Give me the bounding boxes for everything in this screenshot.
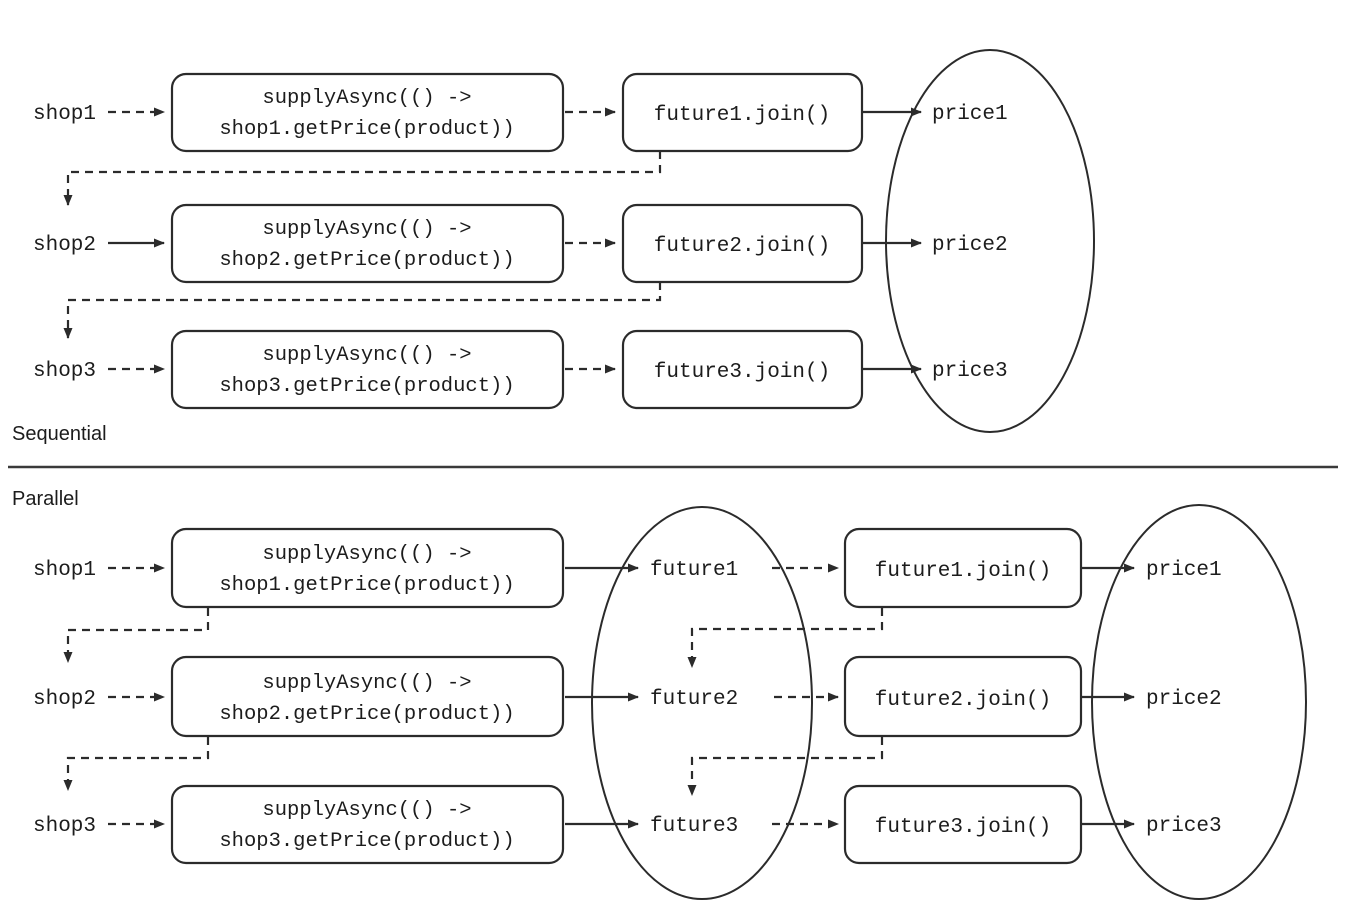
parallel-task-feedback-arrow-1-to-2 <box>63 608 210 663</box>
sequential-source-label-3: shop3 <box>33 360 96 383</box>
sequential-join-label-1: future1.join() <box>654 104 830 127</box>
parallel-task-box-3[interactable] <box>170 784 565 865</box>
parallel-row-2: shop2 supplyAsync(() -> shop2.getPrice(p… <box>33 655 1222 796</box>
sequential-section-label: Sequential <box>12 423 107 445</box>
parallel-result-label-1: price1 <box>1146 559 1222 582</box>
parallel-futures-ellipse <box>591 506 813 900</box>
parallel-task-feedback-arrow-2-to-3 <box>63 737 210 791</box>
sequential-result-label-1: price1 <box>932 103 1008 126</box>
sequential-feedback-arrow-2-to-3 <box>63 282 662 339</box>
sequential-section: shop1 supplyAsync(() -> shop1.getPrice(p… <box>12 49 1095 445</box>
sequential-task-line1-2: supplyAsync(() -> <box>262 218 471 241</box>
parallel-future-label-1: future1 <box>650 559 738 582</box>
sequential-result-label-2: price2 <box>932 234 1008 257</box>
parallel-join-feedback-arrow-2-to-3 <box>687 737 884 796</box>
sequential-join-label-2: future2.join() <box>654 235 830 258</box>
parallel-task-line1-1: supplyAsync(() -> <box>262 543 471 566</box>
parallel-row-1: shop1 supplyAsync(() -> shop1.getPrice(p… <box>33 527 1222 668</box>
sequential-task-line2-2: shop2.getPrice(product)) <box>219 249 514 272</box>
parallel-task-line2-1: shop1.getPrice(product)) <box>219 574 514 597</box>
parallel-task-box-2[interactable] <box>170 655 565 738</box>
parallel-result-label-2: price2 <box>1146 688 1222 711</box>
parallel-join-label-3: future3.join() <box>875 816 1051 839</box>
sequential-task-line2-1: shop1.getPrice(product)) <box>219 118 514 141</box>
parallel-join-feedback-arrow-1-to-2 <box>687 608 884 668</box>
sequential-task-box-2[interactable] <box>170 203 565 284</box>
sequential-join-label-3: future3.join() <box>654 361 830 384</box>
parallel-future-label-3: future3 <box>650 815 738 838</box>
parallel-section-label: Parallel <box>12 488 79 510</box>
sequential-task-line2-3: shop3.getPrice(product)) <box>219 375 514 398</box>
sequential-source-label-1: shop1 <box>33 103 96 126</box>
sequential-task-box-1[interactable] <box>170 72 565 153</box>
parallel-task-box-1[interactable] <box>170 527 565 609</box>
sequential-row-1: shop1 supplyAsync(() -> shop1.getPrice(p… <box>33 72 1008 206</box>
sequential-task-line1-1: supplyAsync(() -> <box>262 87 471 110</box>
sequential-task-box-3[interactable] <box>170 329 565 410</box>
sequential-results-ellipse <box>885 49 1095 433</box>
sequential-feedback-arrow-1-to-2 <box>63 151 662 206</box>
parallel-section: Parallel shop1 supplyAsync(() -> shop1.g… <box>12 488 1307 900</box>
parallel-future-label-2: future2 <box>650 688 738 711</box>
parallel-row-3: shop3 supplyAsync(() -> shop3.getPrice(p… <box>33 784 1222 865</box>
parallel-task-line1-3: supplyAsync(() -> <box>262 799 471 822</box>
sequential-result-label-3: price3 <box>932 360 1008 383</box>
parallel-source-label-1: shop1 <box>33 559 96 582</box>
parallel-source-label-3: shop3 <box>33 815 96 838</box>
parallel-result-label-3: price3 <box>1146 815 1222 838</box>
sequential-row-2: shop2 supplyAsync(() -> shop2.getPrice(p… <box>33 203 1008 339</box>
parallel-join-label-1: future1.join() <box>875 560 1051 583</box>
sequential-source-label-2: shop2 <box>33 234 96 257</box>
parallel-results-ellipse <box>1091 504 1307 900</box>
parallel-task-line2-2: shop2.getPrice(product)) <box>219 703 514 726</box>
sequential-row-3: shop3 supplyAsync(() -> shop3.getPrice(p… <box>33 329 1008 410</box>
parallel-task-line2-3: shop3.getPrice(product)) <box>219 830 514 853</box>
sequential-task-line1-3: supplyAsync(() -> <box>262 344 471 367</box>
parallel-task-line1-2: supplyAsync(() -> <box>262 672 471 695</box>
parallel-join-label-2: future2.join() <box>875 689 1051 712</box>
parallel-source-label-2: shop2 <box>33 688 96 711</box>
